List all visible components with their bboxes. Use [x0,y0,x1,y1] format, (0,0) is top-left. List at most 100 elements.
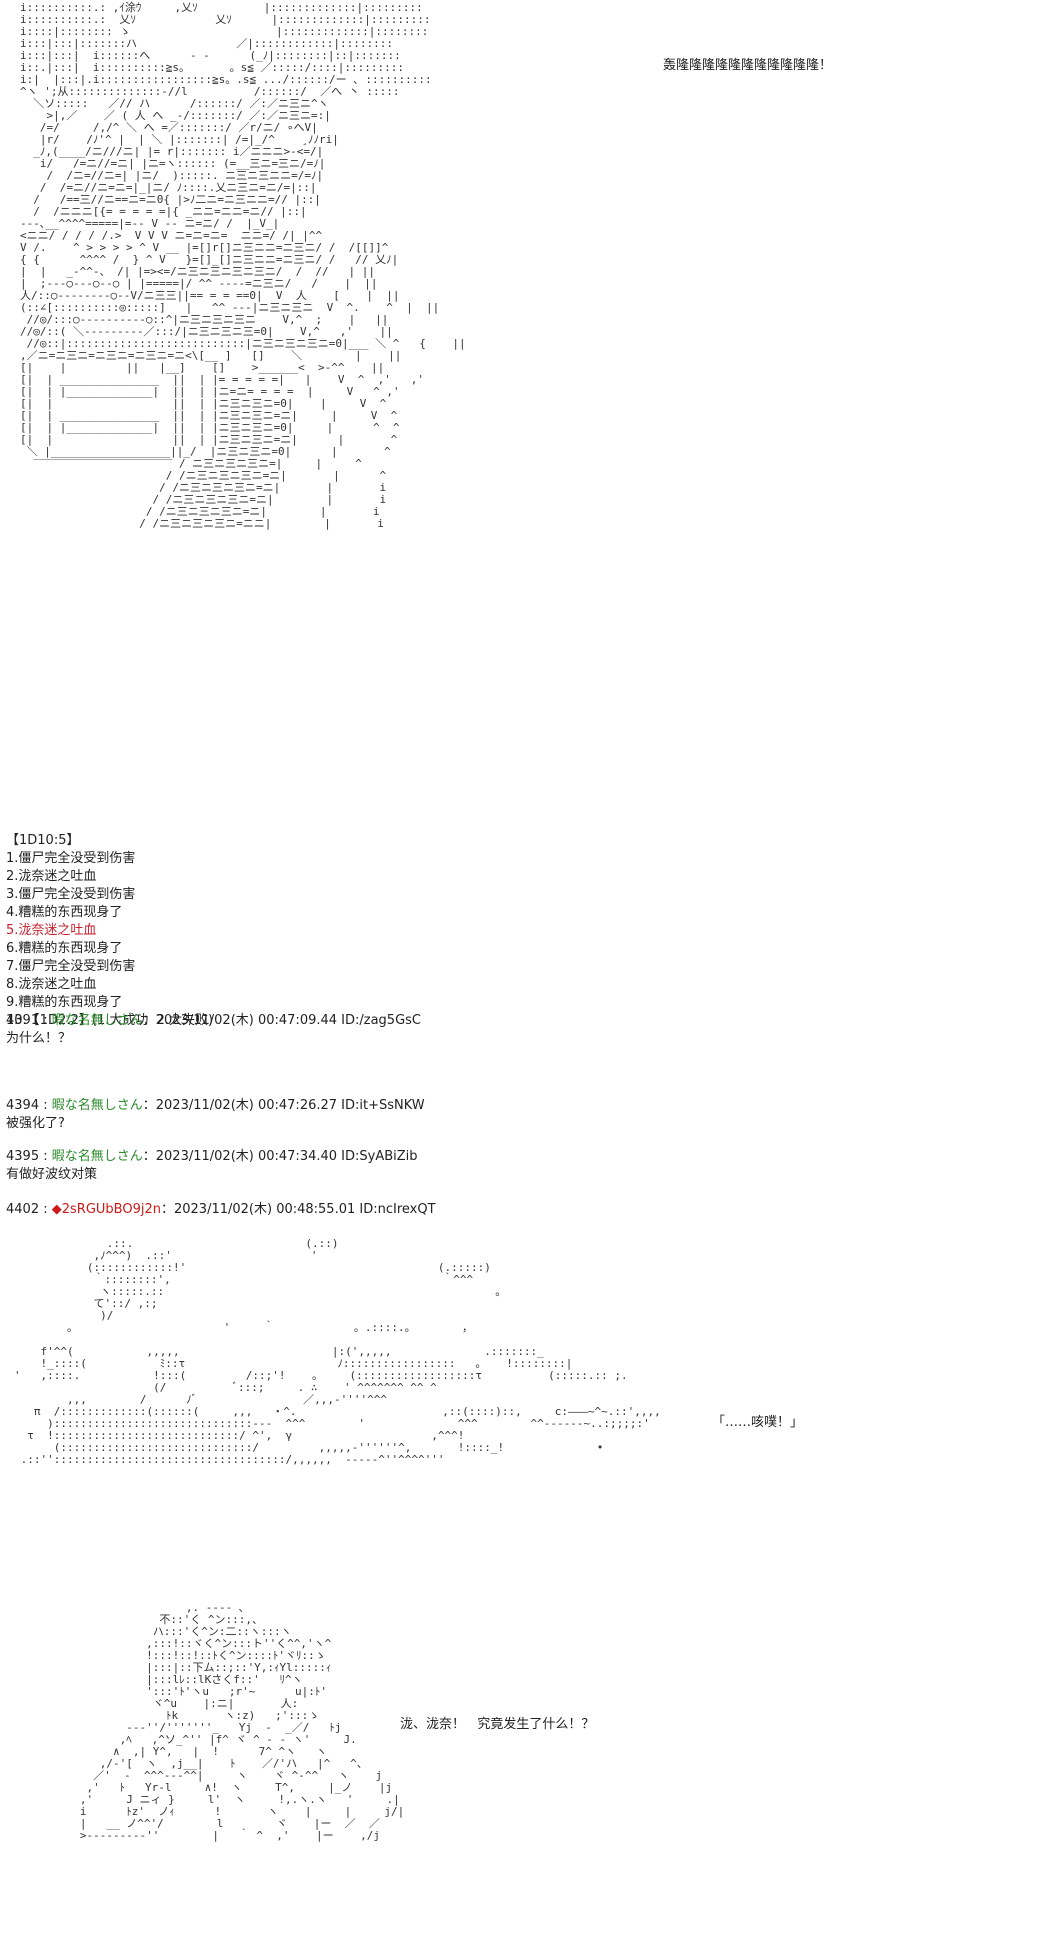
art-line: ,／ニ=ニ三ニ=ニ三ニ=ニ三ニ=ニ<\[__ ] [] ＼ | || [20,349,402,362]
art-line: ハ:::'く^ン:二::ヽ:::ヽ [60,1625,292,1638]
art-line: (:::::::::::::::::::::::::::::/ ,,,,,-''… [14,1441,604,1454]
art-line: | | _-^^-、 /| |=><=/ニ三ニ三ニ三ニ三ニ/ / // | || [20,265,376,278]
art-line: て'::/ ,:; [14,1297,158,1310]
speech-question: 泷、泷奈！ 究竟发生了什么！？ [400,1717,595,1732]
art-line: ,' ﾄ Yr-l ∧! ヽ T^, |_ノ |j [60,1781,393,1794]
art-line: | ;---○---○--○ | |=====|/ ^^ ‐‐‐‐=ニ三ニ/ /… [20,277,378,290]
art-line: { { ^^^^ / } ^ V }=[]_[]ニ三ニニ=ニ三ニ/ / // 乂… [20,253,399,266]
post-header: 4402 : ◆2sRGUbBO9j2n：2023/11/02(木) 00:48… [6,1201,436,1218]
art-line: ':::'ﾄ'ヽu ;r'~ u|:ﾄ' [60,1685,328,1698]
art-line: / /ニ三ニ三ニ三ニ=ニ| | i [20,481,387,494]
dice-item: 5.泷奈迷之吐血 [6,923,97,938]
art-line: ,. ‐‐-- ､ [60,1601,245,1614]
post-author[interactable]: 暇な名無しさん [51,1149,143,1164]
art-line: (::::::::::::!' (.:::::) [14,1261,491,1274]
art-line: //◎::|:::::::::::::::::::::::::::|ニ三ニ三ニ三… [20,337,466,350]
art-line: ＼ソ::::: ／// ハ /::::::/ ／:／ニ三ニ^ヽ [20,97,329,110]
art-line: / /ニ=//ニ=| |ニ/ ):::::. ニ三ニ三ニニ=/=ﾉ| [20,169,324,182]
ascii-art-panel-3: ,. ‐‐-- ､ 不::'く ^ン:::,、 ハ:::'く^ン:二::ヽ:::… [60,1602,404,1842]
art-line: i:| |:::|.i:::::::::::::::::≧s。.s≦ .../:… [20,73,432,86]
art-line: i ﾄz' ノｨ ! ヽ | | j/| [60,1805,405,1818]
art-line: |r/ /ﾉ'^ | | ＼ |:::::::| /=|_/^ ¸ﾉﾉri| [20,133,339,146]
art-line: |:::lﾚ::lKさくf::' ﾘ^ヽ [60,1673,303,1686]
art-line: τ !::::::::::::::::::::::::::::/ ^', γ ,… [14,1429,465,1442]
art-line: ,:::!::ヾく^ン:::ト''く^^,'ヽ^ [60,1637,332,1650]
post-author[interactable]: 暇な名無しさん [51,1013,143,1028]
art-line: V /. ^ > > > > ^ V __ |=[]r[]ニ三ニニ=ニ三ニ/ /… [20,241,389,254]
art-line: ‐‐‐''/'''''''_ Yj ‐ _／/ ﾄj [60,1721,342,1734]
post-number[interactable]: 4395 [6,1149,40,1164]
dice-item: 8.泷奈迷之吐血 [6,977,97,992]
art-line: ,,, / ﾉﾞ ／,,,-''''^^^ [14,1393,387,1406]
art-line: >|,／ ／ ( 人 へ _-/:::::::/ ／:／ニ三ニ=:| [20,109,331,122]
ascii-art-panel-2: .::. (.::) ,ﾉ^^^) .::' ' (::::::::::::!'… [14,1238,661,1466]
post-meta: ：2023/11/02(木) 00:47:09.44 ID:/zag5GsC [142,1013,422,1028]
art-line: ﾄk ヽ:z) ;':::ゝ [60,1709,320,1722]
art-line: i:::|:::| i::::::へ - - (_ﾉ|::::::::|::|:… [20,49,401,62]
speech-cough: 「……咳噗！」 [712,1415,804,1430]
dice-item: 4.糟糕的东西现身了 [6,905,123,920]
art-line: / /=ニ//ニ=ニ=|_|ニ/ ﾉ::::.乂ニ三ニ=ニ/=|::| [20,181,317,194]
post-separator: : [39,1098,52,1113]
post-header: 4394 : 暇な名無しさん：2023/11/02(木) 00:47:26.27… [6,1097,425,1114]
art-line: i/ /=ニ//=ニ| |ニ=ヽ:::::: (=__三ニ=三ニ/=ﾉ| [20,157,326,170]
art-line: /=/ /,/^ ＼ へ =／:::::::/ ／r/ニ/ ∘へV| [20,121,318,134]
dice-item: 6.糟糕的东西现身了 [6,941,123,956]
art-line: / /ニ三ニ三ニ三ニ=ニ| | i [20,493,387,506]
post-body: 有做好波纹对策 [6,1167,98,1182]
art-line: 。 ' ｀ 。.::::.。 ， [14,1321,473,1334]
art-line: ,ﾍ ,^ソ_^'' |f^ ヾ ^ ‐ ‐ ヽ' J. [60,1733,357,1746]
dice-item: 2.泷奈迷之吐血 [6,869,97,884]
art-line: ∧ ,| Y^, | ! 7^ ^ヽ ヽ [60,1745,328,1758]
art-line: .::'':::::::::::::::::::::::::::::::::::… [14,1453,445,1466]
art-line: .::. (.::) [14,1237,339,1250]
art-line: [| | || |__] [] >______< >-^^ || [20,361,385,374]
sfx-rumble: 轰隆隆隆隆隆隆隆隆隆隆隆！ [663,58,833,73]
art-line: [| | |_____________| || | |ニ=ニ= = = = | … [20,385,400,398]
art-line: ,ﾉ^^^) .::' ' [14,1249,318,1262]
post-author[interactable]: 暇な名無しさん [51,1098,143,1113]
art-line: ,' J ニィ } l' ヽ !,.ヽ.ヽ ' .| [60,1793,400,1806]
art-line: [| | _______________ || | |= = = = =| | … [20,373,424,386]
art-line: !:::!::!::ﾄく^ン::::ﾄ'ヾﾘ::ゝ [60,1649,326,1662]
post-meta: ：2023/11/02(木) 00:47:26.27 ID:it+SsNKW [142,1098,425,1113]
art-line: ‾‾‾‾‾‾‾‾‾‾‾‾‾‾‾‾‾‾‾‾‾ / ニ三ニ三ニ三ニ=| | ^ [20,457,362,470]
art-line: -‐-､__^^^^=====|=-- V -- ニ=ニ/ / |_V_| [20,217,280,230]
art-line: / /ニニニ[{= = = = =|{ _ニニ=ニニ=ニ// |::| [20,205,307,218]
post-author[interactable]: ◆2sRGUbBO9j2n [51,1202,161,1217]
dice-item: 9.糟糕的东西现身了 [6,995,123,1010]
art-line: //◎/::( ＼--------‐／:::/|ニ三ニ三ニ三=0| V,^ ,'… [20,325,393,338]
art-line: [| | |_____________| || | |ニ三ニ三ニ=0| | ^ … [20,421,400,434]
art-line: / /ニ三ニ三ニ三ニ=ニ| | ^ [20,469,387,482]
post-number[interactable]: 4394 [6,1098,40,1113]
art-line: i::.|:::| i::::::::::≧s。 。s≦ ／:::::/::::… [20,61,404,74]
art-line: π /:::::::::::::(::::::( ,,, ・^. ,::(:::… [14,1405,661,1418]
art-line: ＼ |__________________||_/ |ニ三ニ三ニ=0| | ^ [20,445,391,458]
post-number[interactable]: 4402 [6,1202,40,1217]
post-meta: ：2023/11/02(木) 00:47:34.40 ID:SyABiZib [142,1149,418,1164]
art-line: / /ニ三ニ三ニ三ニ=ニ| | i [20,505,380,518]
art-line: ヾ^u |:ニ| 人: [60,1697,299,1710]
art-line: <ニニ/ / / / /.> V V V ニ=ニ=ニ= ニニ=/ /| |^^ [20,229,323,242]
art-line: i::::::::::.: ,ｲ涂ｳ ,乂ｿ |:::::::::::::|::… [20,1,423,14]
art-line: )::::::::::::::::::::::::::::::‐‐‐ ^^^ '… [14,1417,650,1430]
art-line: (::∠[::::::::::◎:::::] | ^^ ‐‐‐|ニ三ニ三ニ V … [20,301,440,314]
art-line: [| | || | |ニ三ニ三ニ=ニ| | ^ [20,433,398,446]
art-line: f'^^( ,,,,, |:(',,,,, .:::::::_ [14,1345,544,1358]
art-line: [| | _______________ || | |ニ三ニ三ニ=ニ| | V … [20,409,398,422]
art-line: ^ヽ ';从::::::::::::::-//l /::::::/ ／へ 丶 :… [20,85,400,98]
dice-item: 1.僵尸完全没受到伤害 [6,851,136,866]
dice-header: 【1D10:5】 [6,833,80,848]
art-line: [| | || | |ニ三ニ三ニ=0| | V ^ [20,397,387,410]
art-line: 人/::○--------○--V/ニ三三||== = = ==0| V 人 [… [20,289,400,302]
art-line: ヽ:::::.:: 。 [14,1285,507,1298]
art-line: / /ニ三ニ三ニ三ニ=ニニ| | i [20,517,384,530]
ascii-art-panel-1: i::::::::::.: ,ｲ涂ｳ ,乂ｿ |:::::::::::::|::… [20,2,466,530]
art-line: ' ,::::. !:::( /::;'! 。 (:::::::::::::::… [14,1369,628,1382]
art-line: ｀::::::::', ｀^^^ [14,1273,474,1286]
post-number[interactable]: 4391 [6,1013,40,1028]
art-line: //◎/:::○----------○::^|ニ三ニ三ニ三ニ V,^ ; | |… [20,313,389,326]
post-body: 被强化了? [6,1116,65,1131]
art-line: !_::::( ﾐ::τ ﾉ::::::::::::::::: 。 !:::::… [14,1357,573,1370]
post-separator: : [39,1013,52,1028]
